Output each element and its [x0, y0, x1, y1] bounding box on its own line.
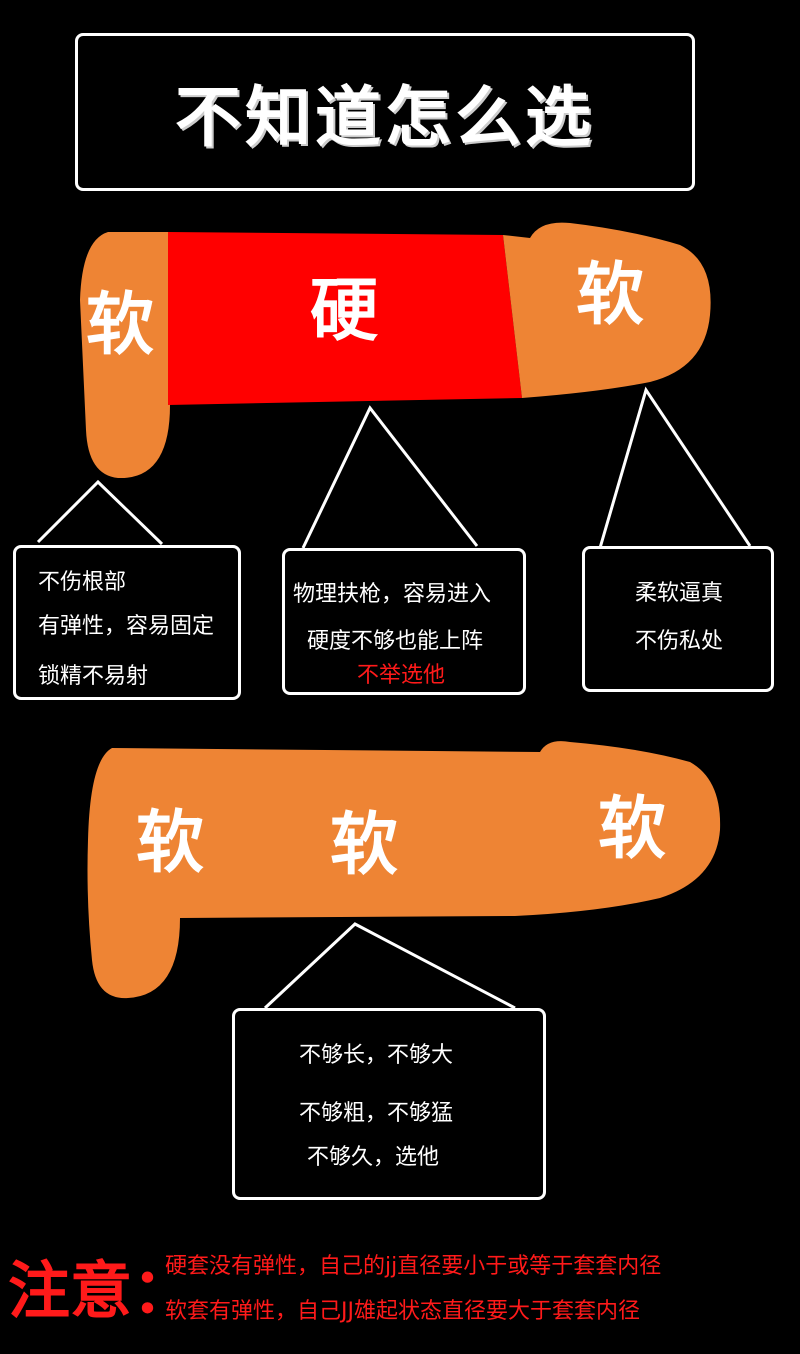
note-line-1: 硬套没有弹性，自己的jj直径要小于或等于套套内径 — [165, 1254, 662, 1279]
connectors-soft — [263, 922, 516, 1010]
info-middle-line-1: 物理扶枪，容易进入 — [293, 582, 492, 607]
info-base-line-3: 锁精不易射 — [38, 664, 149, 689]
product-soft-shape — [87, 741, 721, 999]
product-soft-body — [87, 741, 721, 999]
info-middle-line-3: 不举选他 — [357, 663, 446, 688]
info-box-tip: 柔软逼真 不伤私处 — [582, 546, 774, 692]
info-middle-line-2: 硬度不够也能上阵 — [307, 629, 484, 654]
product-hard-base — [80, 232, 170, 479]
soft-zone-label-tip: 软 — [598, 790, 667, 869]
connectors-hard — [36, 386, 752, 549]
product-hard-shaft — [168, 232, 522, 405]
info-soft-line-3: 不够久，选他 — [307, 1145, 440, 1170]
page-title: 不知道怎么选 — [175, 79, 595, 156]
zone-label-shaft: 硬 — [310, 272, 379, 351]
connector-middle — [301, 405, 479, 549]
info-tip-line-1: 柔软逼真 — [635, 581, 724, 606]
zone-label-tip: 软 — [576, 256, 645, 335]
connector-base — [36, 479, 164, 546]
info-base-line-1: 不伤根部 — [38, 570, 127, 595]
info-box-base: 不伤根部 有弹性，容易固定 锁精不易射 — [13, 545, 241, 700]
product-hard-shape — [80, 222, 711, 479]
zone-label-base: 软 — [86, 286, 155, 365]
connector-soft — [263, 922, 516, 1010]
soft-zone-label-middle: 软 — [330, 806, 399, 885]
info-base-line-2: 有弹性，容易固定 — [38, 614, 215, 639]
info-soft-line-2: 不够粗，不够猛 — [299, 1101, 454, 1126]
info-box-middle: 物理扶枪，容易进入 硬度不够也能上阵 不举选他 — [282, 548, 526, 695]
info-tip-line-2: 不伤私处 — [635, 629, 724, 654]
info-box-soft: 不够长，不够大 不够粗，不够猛 不够久，选他 — [232, 1008, 546, 1200]
soft-zone-label-base: 软 — [136, 804, 205, 883]
product-hard-tip — [503, 222, 711, 398]
info-soft-line-1: 不够长，不够大 — [299, 1043, 454, 1068]
title-box: 不知道怎么选 — [75, 33, 695, 191]
connector-tip — [598, 386, 752, 549]
note-label: 注意： — [8, 1254, 195, 1327]
note-line-2: 软套有弹性，自己JJ雄起状态直径要大于套套内径 — [165, 1299, 640, 1324]
